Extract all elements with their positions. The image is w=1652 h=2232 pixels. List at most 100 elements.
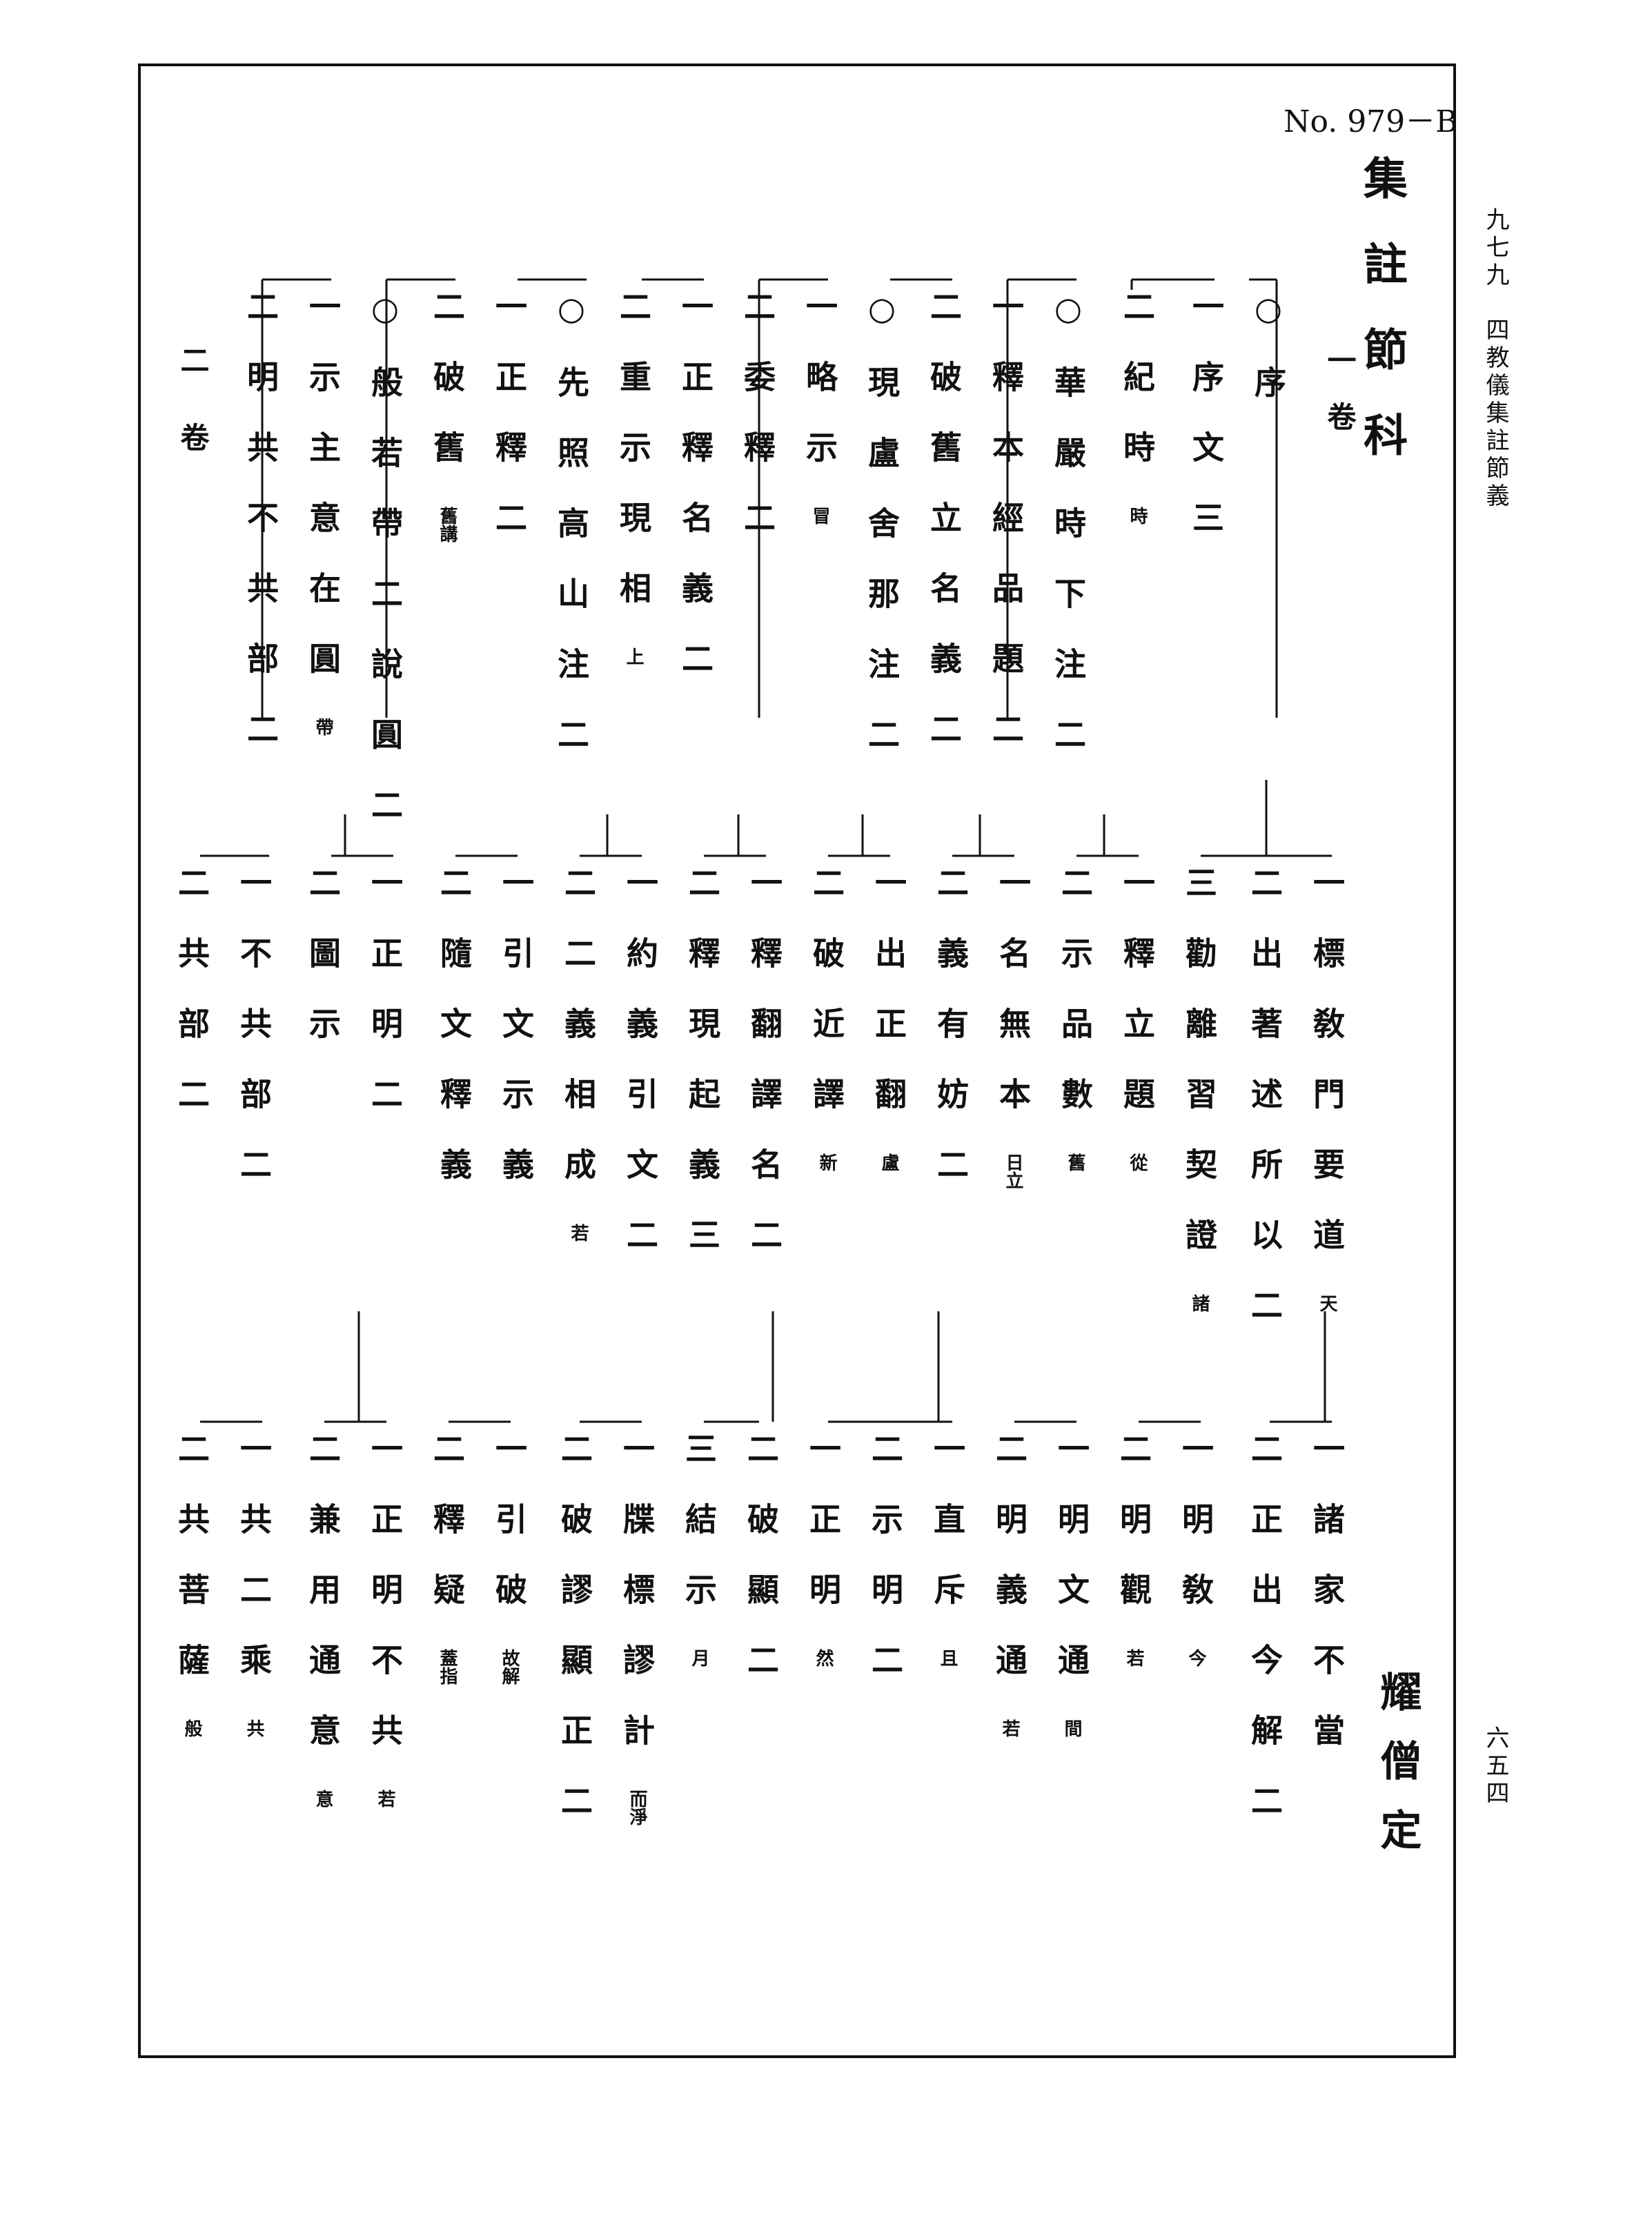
entry-text: 二示品數 — [1056, 866, 1094, 1148]
document-number: No. 979－B — [1284, 104, 1458, 139]
entry-text: 二委釋二 — [739, 290, 776, 571]
entry-text: ○華嚴時下注二 — [1050, 290, 1087, 788]
tier1-entry: 一示主意在圓帶 — [304, 290, 342, 736]
entry-note: 共 — [244, 1719, 264, 1737]
tier2-entry: 二圖示 — [304, 866, 342, 1077]
tier1-entry: 一釋本經品題二 — [987, 290, 1025, 783]
entry-text: 一約義引文二 — [622, 866, 659, 1289]
entry-note: 意 — [313, 1790, 333, 1808]
entry-note: 然 — [813, 1649, 834, 1667]
entry-text: 一名無本 — [994, 866, 1032, 1148]
volume-1-label: 一卷 — [1323, 345, 1357, 458]
tier3-entry: 一諸家不當 — [1308, 1432, 1346, 1784]
entry-text: 二明共不共部二 — [242, 290, 279, 783]
entry-text: 一牒標謬計 — [618, 1432, 656, 1784]
entry-text: 三結示 — [680, 1432, 718, 1643]
entry-text: 一示主意在圓 — [304, 290, 342, 712]
entry-note: 蓋指 — [437, 1649, 458, 1685]
entry-note: 盧 — [878, 1153, 899, 1171]
entry-text: 二明觀 — [1115, 1432, 1152, 1643]
tier1-entry: 二破舊立名義二 — [925, 290, 963, 783]
tier1-entry: ○華嚴時下注二 — [1050, 290, 1087, 788]
tier2-entry: 一釋翻譯名二 — [746, 866, 783, 1289]
entry-note: 間 — [1061, 1719, 1082, 1737]
entry-text: 二圖示 — [304, 866, 342, 1077]
entry-note: 冒 — [809, 507, 830, 525]
entry-text: 一直斥 — [929, 1432, 966, 1643]
entry-text: 一序文三 — [1188, 290, 1225, 571]
author-line: 耀僧定 — [1373, 1670, 1422, 1877]
entry-note: 般 — [181, 1719, 202, 1737]
tier2-entry: 二共部二 — [173, 866, 210, 1148]
entry-text: 二破近譯 — [808, 866, 845, 1148]
entry-text: ○先照高山注二 — [553, 290, 590, 788]
tier2-entry: 二二義相成若 — [560, 866, 597, 1242]
entry-note: 從 — [1127, 1153, 1148, 1171]
tier2-entry: 二釋現起義三 — [684, 866, 721, 1289]
entry-note: 若 — [375, 1790, 395, 1808]
tier2-entry: 三勸離習契證諸 — [1181, 866, 1218, 1312]
entry-text: 二示明二 — [867, 1432, 904, 1714]
entry-note: 故解 — [499, 1649, 520, 1685]
entry-text: 二破顯二 — [743, 1432, 780, 1714]
tier2-entry: 二出著述所以二 — [1246, 866, 1284, 1359]
entry-note: 且 — [937, 1649, 958, 1667]
tier2-entry: 二破近譯新 — [808, 866, 845, 1171]
entry-note: 時 — [1127, 507, 1148, 525]
entry-text: 二重示現相 — [615, 290, 652, 642]
tier2-entry: 二示品數舊 — [1056, 866, 1094, 1171]
tier3-entry: 二正出今解二 — [1246, 1432, 1284, 1854]
tier3-entry: 一明敎今 — [1177, 1432, 1215, 1667]
entry-note: 舊講 — [437, 507, 458, 542]
tier3-entry: 二破謬顯正二 — [556, 1432, 593, 1854]
entry-text: 一略示 — [801, 290, 838, 501]
tier1-entry: 一正釋名義二 — [677, 290, 714, 712]
entry-text: 二紀時 — [1119, 290, 1156, 501]
entry-note: 日立 — [1003, 1153, 1023, 1189]
entry-note: 若 — [568, 1224, 589, 1242]
margin-title: 九七九 四教儀集註節義 — [1482, 207, 1509, 511]
tier2-entry: 一釋立題從 — [1119, 866, 1156, 1171]
entry-note: 諸 — [1189, 1294, 1210, 1312]
entry-note: 上 — [623, 647, 644, 665]
entry-text: 一釋本經品題二 — [987, 290, 1025, 783]
tier3-entry: 二示明二 — [867, 1432, 904, 1714]
tier3-entry: 一牒標謬計而淨 — [618, 1432, 656, 1825]
tier2-entry: 一正明二 — [366, 866, 404, 1148]
tier3-entry: 二明觀若 — [1115, 1432, 1152, 1667]
entry-text: 一釋翻譯名二 — [746, 866, 783, 1289]
tier2-entry: 一約義引文二 — [622, 866, 659, 1289]
tier2-entry: 一引文示義 — [498, 866, 535, 1218]
entry-text: 二共菩薩 — [173, 1432, 210, 1714]
entry-note: 帶 — [313, 718, 333, 736]
tier1-entry: 一序文三 — [1188, 290, 1225, 571]
tier3-entry: 二明義通若 — [991, 1432, 1028, 1737]
entry-text: 一明文通 — [1053, 1432, 1090, 1714]
entry-note: 月 — [689, 1649, 709, 1667]
entry-note: 而淨 — [627, 1790, 647, 1825]
tier3-entry: 三結示月 — [680, 1432, 718, 1667]
entry-text: 二釋疑 — [429, 1432, 466, 1643]
tier2-entry: 一出正翻盧 — [870, 866, 907, 1171]
entry-text: 二隨文釋義 — [435, 866, 473, 1218]
tier3-entry: 一明文通間 — [1053, 1432, 1090, 1737]
tier3-entry: 二共菩薩般 — [173, 1432, 210, 1737]
tier3-entry: 一引破故解 — [491, 1432, 528, 1685]
entry-text: 一正明二 — [366, 866, 404, 1148]
tier3-entry: 二兼用通意意 — [304, 1432, 342, 1808]
entry-text: 二破舊立名義二 — [925, 290, 963, 783]
entry-text: 二二義相成 — [560, 866, 597, 1218]
entry-note: 舊 — [1065, 1153, 1085, 1171]
entry-text: 一正釋名義二 — [677, 290, 714, 712]
entry-text: 一引文示義 — [498, 866, 535, 1218]
tier1-entry: 二紀時時 — [1119, 290, 1156, 525]
entry-text: 二破舊 — [429, 290, 466, 501]
tier1-entry: 二明共不共部二 — [242, 290, 279, 783]
entry-note: 若 — [1123, 1649, 1144, 1667]
tier2-entry: 一名無本日立 — [994, 866, 1032, 1189]
tier1-entry: 二破舊舊講 — [429, 290, 466, 542]
entry-note: 新 — [816, 1153, 837, 1171]
tier3-entry: 二釋疑蓋指 — [429, 1432, 466, 1685]
tier1-entry: 一略示冒 — [801, 290, 838, 525]
